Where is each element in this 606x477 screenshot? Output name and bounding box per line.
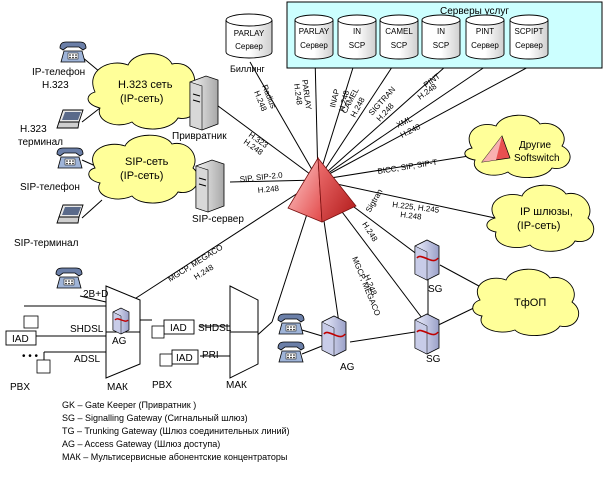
sip-proto-label: SIP, SIP-2.0	[239, 170, 283, 184]
iad1-box	[5, 330, 37, 346]
ag2-phone1-icon	[277, 313, 305, 335]
service-server-1: PARLAY Сервер	[294, 14, 334, 60]
shdsl2-label: SHDSL	[198, 323, 232, 334]
service-server-2: IN SCP	[337, 14, 377, 60]
pbx2-label: PBX	[152, 380, 172, 391]
sip-server-icon	[195, 159, 225, 213]
ip-phone-label1: IP-телефон	[32, 66, 85, 78]
adsl-label: ADSL	[74, 354, 101, 365]
service-server-top-label: PARLAY	[299, 27, 330, 36]
sigtran-sg-label: Sigtran	[364, 188, 384, 214]
ag1-server-icon	[112, 307, 130, 335]
pbx1-label: PBX	[10, 382, 30, 393]
sip-h248-label: H.248	[257, 184, 280, 195]
service-server-bottom-label: SCP	[391, 41, 407, 50]
service-server-4: IN SCP	[421, 14, 461, 60]
service-server-5: PINT Сервер	[465, 14, 505, 60]
mak2-label: МАК	[226, 380, 247, 391]
billing-server-bottom: Сервер	[235, 42, 263, 51]
service-server-top-label: PINT	[476, 27, 494, 36]
pri-label: PRI	[202, 350, 219, 361]
h323-cloud	[87, 53, 199, 130]
service-server-bottom-label: Сервер	[515, 41, 543, 50]
service-servers-title: Серверы услуг	[440, 6, 509, 17]
service-server-bottom-label: SCP	[433, 41, 449, 50]
legend-item-gk: GK – Gate Keeper (Привратник )	[62, 400, 196, 410]
ip-phone-icon	[59, 41, 87, 63]
sip-terminal-icon	[56, 204, 84, 224]
sg1-server-icon	[414, 239, 440, 281]
other-softswitch-line1: Другие	[519, 140, 551, 151]
ip-phone-label2: H.323	[42, 80, 69, 91]
bicc-label: BICC, SIP, SIP-T	[377, 158, 438, 176]
billing-server-top: PARLAY	[234, 29, 265, 38]
legend-item-sg: SG – Signalling Gateway (Сигнальный шлюз…	[62, 413, 248, 423]
other-softswitch-line2: Softswitch	[514, 153, 560, 164]
service-server-bottom-label: SCP	[349, 41, 365, 50]
iad3-label: IAD	[176, 353, 193, 364]
service-server-top-label: SCPIPT	[515, 27, 544, 36]
ip-gateways-line1: IP шлюзы,	[520, 206, 573, 218]
softswitch-icon	[287, 156, 357, 223]
service-server-6: SCPIPT Сервер	[509, 14, 549, 60]
sip-phone-label: SIP-телефон	[20, 181, 80, 193]
service-server-top-label: CAMEL	[385, 27, 413, 36]
sip-terminal-label: SIP-терминал	[14, 238, 79, 249]
pstn-cloud	[472, 268, 580, 336]
sg1-label: SG	[428, 284, 443, 295]
sip-cloud-line1: SIP-сеть	[125, 156, 169, 168]
h323-cloud-line1: H.323 сеть	[118, 79, 173, 91]
h323-terminal-icon	[56, 109, 84, 129]
sg2-label: SG	[426, 354, 441, 365]
inap-label: INAP	[328, 88, 341, 108]
h323-terminal-label2: терминал	[18, 137, 63, 148]
gatekeeper-server-icon	[189, 75, 219, 131]
service-server-3: CAMEL SCP	[379, 14, 419, 60]
iad1-label: IAD	[12, 334, 29, 345]
h323-cloud-line2: (IP-сеть)	[120, 93, 163, 105]
mak1-label: МАК	[107, 382, 128, 393]
legend-item-tg: TG – Trunking Gateway (Шлюз соединительн…	[62, 426, 290, 436]
ag2-label: AG	[340, 362, 355, 373]
service-server-cylinders: PARLAY Сервер IN SCP CAMEL SCP IN SCP PINT Сервер…	[294, 14, 549, 60]
billing-label: Биллинг	[230, 64, 265, 74]
legend: GK – Gate Keeper (Привратник ) SG – Sign…	[62, 400, 290, 462]
iad2-label: IAD	[170, 323, 187, 334]
service-server-top-label: IN	[353, 27, 361, 36]
legend-item-ag: AG – Access Gateway (Шлюз доступа)	[62, 439, 220, 449]
2bd-label: 2B+D	[83, 289, 108, 300]
pbx1-box	[36, 359, 51, 374]
sip-cloud-line2: (IP-сеть)	[120, 170, 163, 182]
sip-phone-icon	[56, 147, 84, 169]
ip-gateways-cloud	[486, 184, 595, 252]
shdsl1-label: SHDSL	[70, 324, 104, 335]
parlay-h248-label: H.248	[292, 83, 304, 106]
service-server-top-label: IN	[437, 27, 445, 36]
ag2-server-icon	[321, 315, 347, 357]
h225-h248-label: H.248	[400, 210, 423, 222]
parlay-proto-label: PARLAY	[300, 79, 313, 111]
ip-gateways-line2: (IP-сеть)	[517, 220, 560, 232]
billing-server: PARLAY Сервер	[225, 13, 273, 59]
legend-item-mak: МАК – Мультисервисные абонентские концен…	[62, 452, 287, 462]
pstn-label: ТфОП	[514, 297, 546, 309]
sip-server-label: SIP-сервер	[192, 214, 244, 225]
service-server-bottom-label: Сервер	[300, 41, 328, 50]
ag2-phone2-icon	[277, 341, 305, 363]
ag1-label: AG	[112, 336, 127, 347]
pbx-dots: • • •	[22, 351, 39, 362]
h323-terminal-label1: H.323	[20, 124, 47, 135]
gatekeeper-label: Привратник	[172, 131, 227, 142]
service-server-bottom-label: Сервер	[471, 41, 499, 50]
isdn-phone-icon	[55, 267, 83, 289]
sg2-server-icon	[414, 313, 440, 355]
other-softswitch-cloud	[464, 114, 571, 178]
